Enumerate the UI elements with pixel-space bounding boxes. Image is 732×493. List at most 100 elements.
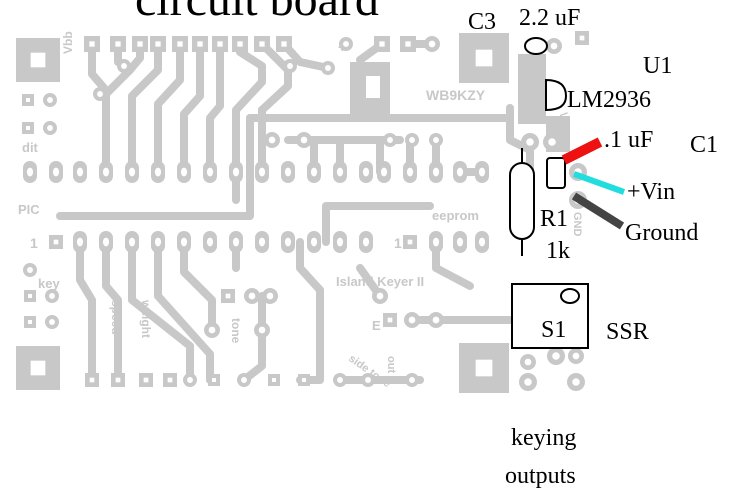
block-slot xyxy=(366,76,380,98)
trace xyxy=(102,238,122,384)
silk-out: out xyxy=(385,356,397,373)
silk-dit: dit xyxy=(22,140,39,155)
pad-hole xyxy=(432,167,440,177)
pad-hole xyxy=(456,167,464,177)
trace xyxy=(322,202,434,246)
pad-hole xyxy=(552,352,560,360)
pad-hole xyxy=(49,319,55,325)
pad-hole xyxy=(300,136,308,144)
wire-vin-cyan xyxy=(572,171,626,195)
pad-hole xyxy=(302,378,306,382)
pad-hole xyxy=(137,41,143,47)
diagram-title: circuit board xyxy=(135,0,379,24)
pad-hole xyxy=(579,35,585,41)
pad-hole xyxy=(478,237,486,247)
pad-hole xyxy=(155,41,161,47)
pad-hole xyxy=(28,294,32,298)
s1-label: S1 xyxy=(541,317,567,343)
pad-hole xyxy=(180,167,188,177)
pad-hole xyxy=(376,292,384,300)
keying-outputs-line2: outputs xyxy=(505,463,576,489)
silk-pin1-left: 1 xyxy=(30,235,38,251)
c1-capacitor xyxy=(546,157,566,189)
pad-hole xyxy=(266,292,274,300)
wire-c1-red xyxy=(561,137,603,165)
silk-vin: Vin xyxy=(557,112,569,129)
keying-outputs-line1: keying xyxy=(511,425,577,451)
pad-hole xyxy=(409,137,415,143)
pad-hole xyxy=(232,237,240,247)
pad-hole xyxy=(241,377,247,383)
pcb-pads xyxy=(16,31,589,393)
pad-hole xyxy=(428,40,436,48)
pad-hole xyxy=(258,326,266,334)
pad-hole xyxy=(197,41,203,47)
pad-hole xyxy=(284,237,292,247)
pad-hole xyxy=(217,41,223,47)
pad-hole xyxy=(225,293,231,299)
u1-label: U1 xyxy=(643,53,673,79)
pad-hole xyxy=(121,63,127,69)
pad-hole xyxy=(524,358,532,366)
silk-e-mark: E xyxy=(372,318,381,333)
mount-hole xyxy=(30,52,46,68)
c3-label: C3 xyxy=(468,9,497,35)
trace xyxy=(206,40,224,176)
pad-hole xyxy=(379,41,385,47)
pad-hole xyxy=(336,167,344,177)
pad-hole xyxy=(407,239,413,245)
silk-plus: + xyxy=(338,39,346,55)
pad-hole xyxy=(89,377,95,383)
pad-hole xyxy=(206,237,214,247)
pad-hole xyxy=(26,126,30,130)
r1-value: 1k xyxy=(546,238,570,264)
pad-hole xyxy=(337,377,343,383)
pad-hole xyxy=(89,41,95,47)
r1-resistor xyxy=(509,162,535,240)
pad-hole xyxy=(478,167,486,177)
u1-regulator xyxy=(545,78,568,112)
pad-hole xyxy=(325,65,331,71)
pad-hole xyxy=(524,378,532,386)
silk-weight: weight xyxy=(139,299,153,338)
pad-hole xyxy=(206,167,214,177)
mount-hole xyxy=(475,49,493,67)
pad-hole xyxy=(154,237,162,247)
trace xyxy=(180,40,204,176)
pad-hole xyxy=(548,138,556,146)
pad-hole xyxy=(432,316,440,324)
pad-hole xyxy=(387,317,393,323)
trace xyxy=(258,40,292,114)
pad-hole xyxy=(248,292,256,300)
pad-hole xyxy=(258,237,266,247)
silk-speed: speed xyxy=(109,300,123,335)
pad-hole xyxy=(310,237,318,247)
pad-hole xyxy=(550,42,558,50)
pad-hole xyxy=(212,378,216,382)
c1-label: C1 xyxy=(690,132,719,158)
pad-hole xyxy=(167,377,173,383)
wires xyxy=(561,137,626,230)
components xyxy=(509,37,589,349)
ssr-label: SSR xyxy=(606,319,649,345)
pad-hole xyxy=(128,167,136,177)
pad-hole xyxy=(26,167,34,177)
c3-value: 2.2 uF xyxy=(519,5,581,31)
pad-hole xyxy=(97,91,103,97)
silk-tone: tone xyxy=(229,318,243,344)
wire-ground-dark xyxy=(571,192,625,230)
pad-hole xyxy=(406,167,414,177)
trace xyxy=(154,40,184,176)
mount-hole xyxy=(475,359,493,377)
pad-hole xyxy=(177,41,183,47)
silk-key: key xyxy=(38,276,60,291)
silk-gnd: gnd xyxy=(366,60,390,75)
trace xyxy=(180,238,216,334)
trace xyxy=(56,114,254,220)
pad-hole xyxy=(281,41,287,47)
pad-hole xyxy=(259,41,265,47)
pad-hole xyxy=(53,239,59,245)
